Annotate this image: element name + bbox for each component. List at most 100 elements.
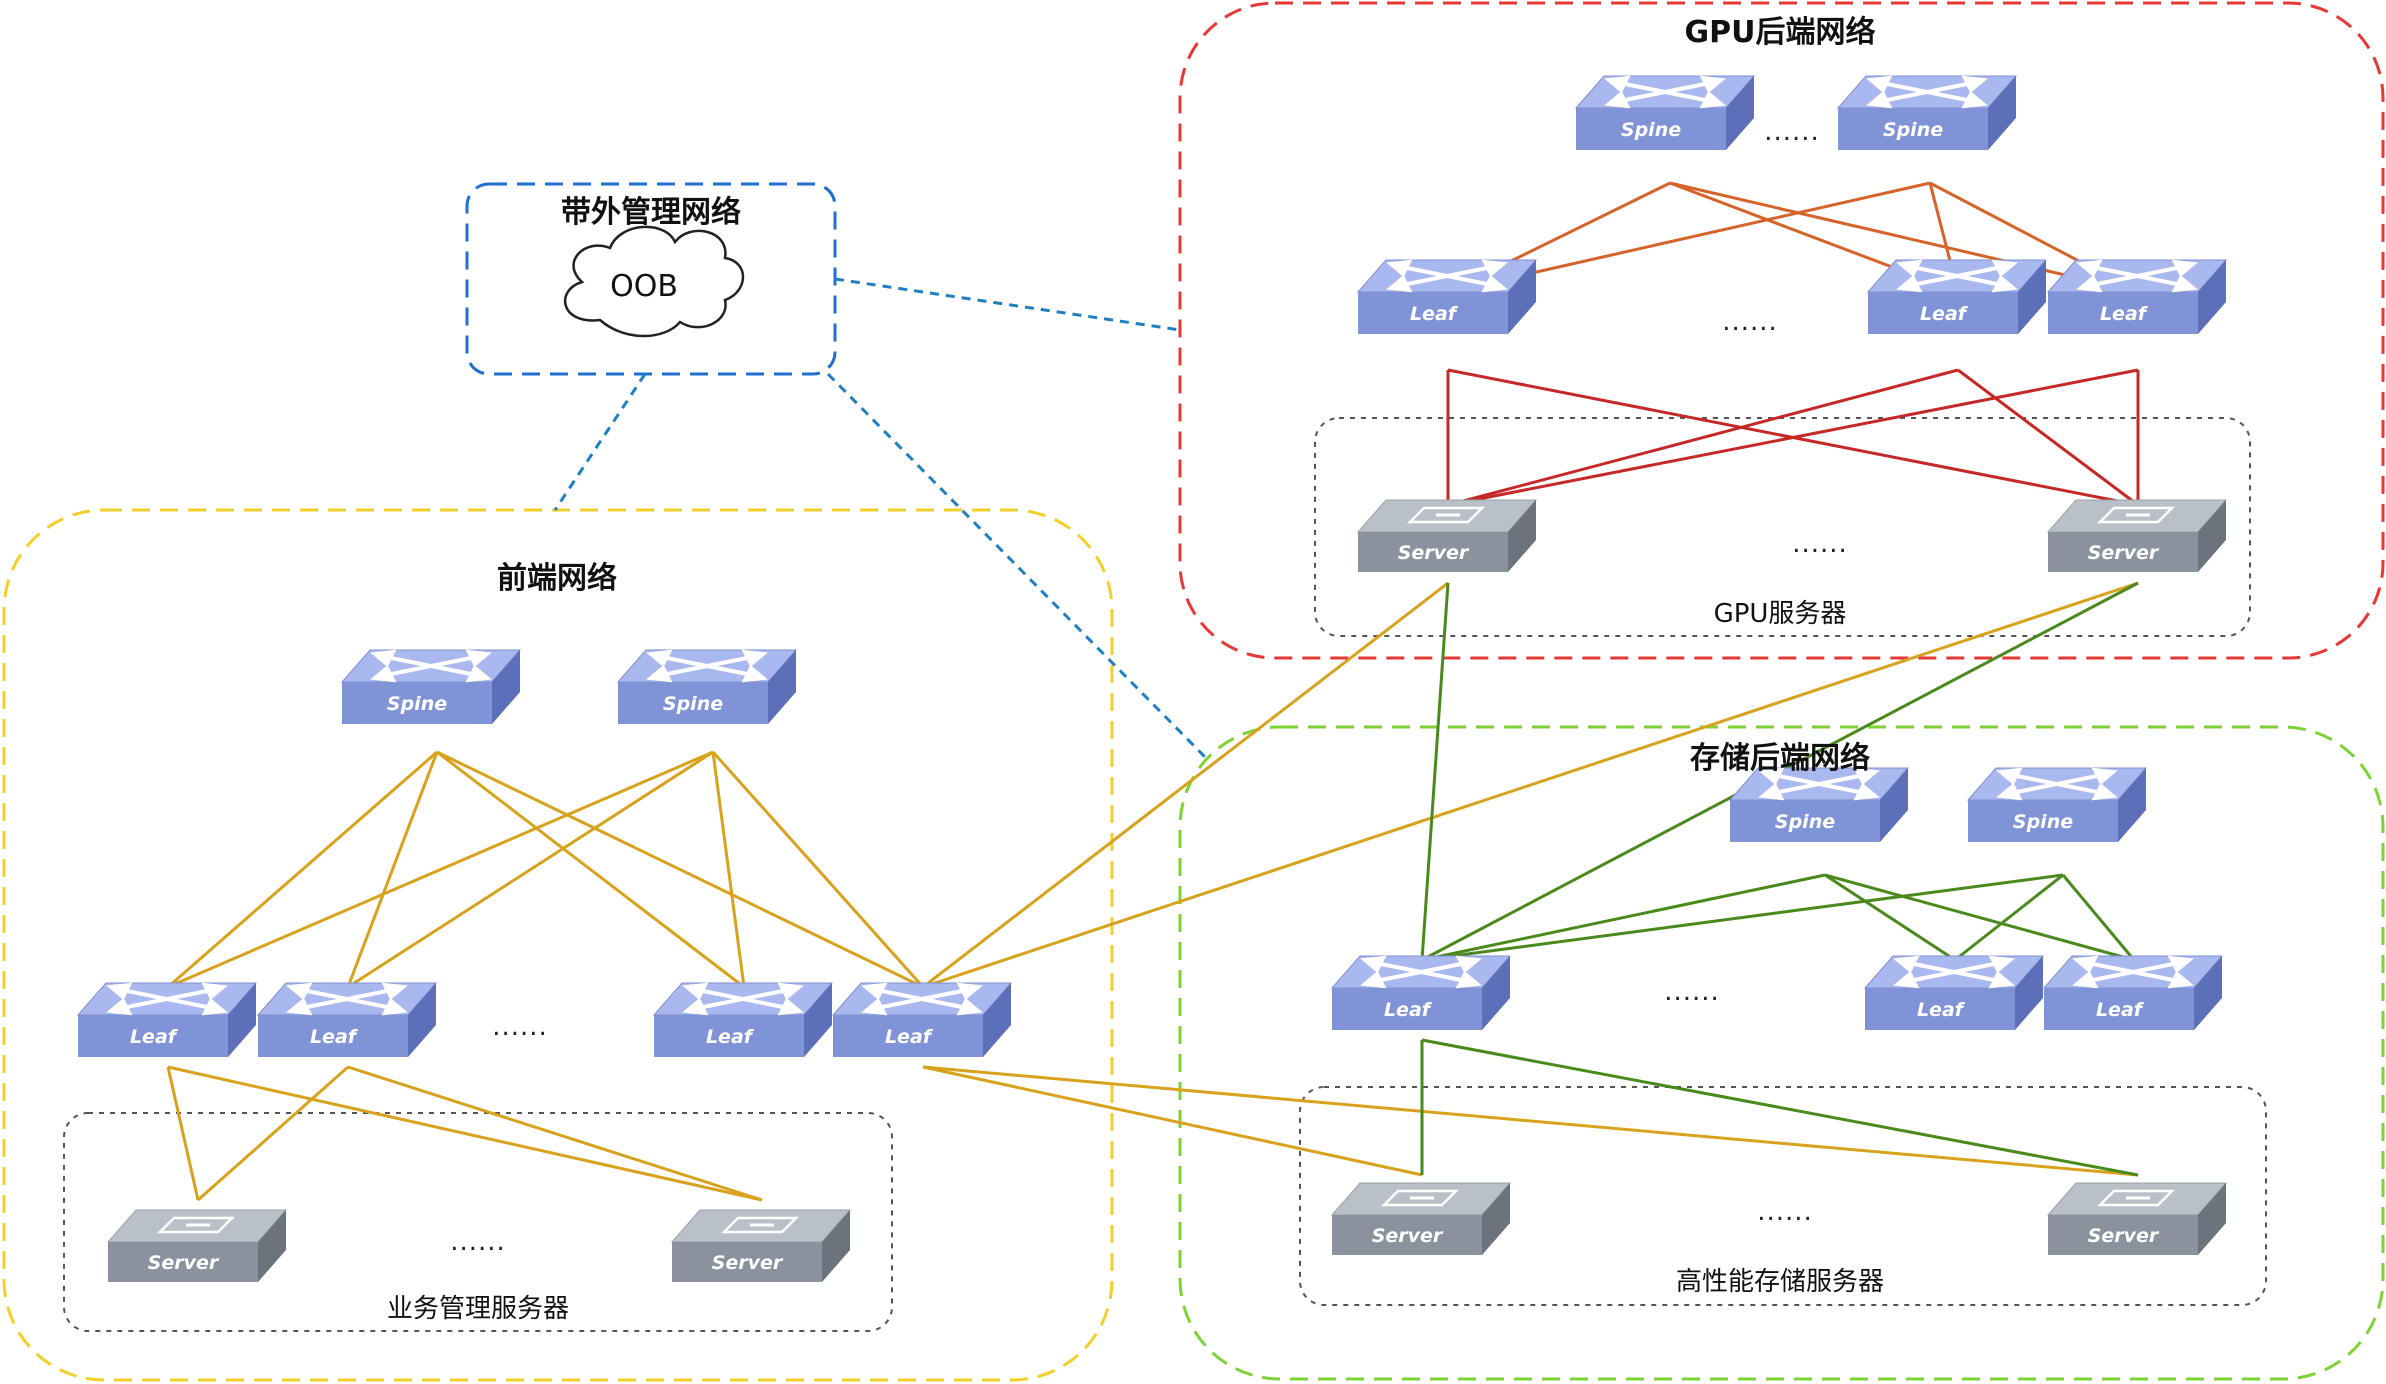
switch-label: Leaf (2096, 999, 2145, 1021)
gpu-leaf-2-switch-icon: Leaf (1866, 259, 2048, 334)
switch-label: Leaf (1384, 999, 1433, 1021)
link-storage-30 (1824, 873, 1956, 962)
switch-front-face (833, 1015, 983, 1057)
server-side-face (2198, 500, 2226, 572)
server-side-face (1482, 1183, 1510, 1255)
switch-front-face (618, 682, 768, 724)
storage-server-2-server-icon: Server (2046, 1182, 2228, 1255)
link-gpu-leaf-11 (1447, 368, 2139, 507)
switch-arrows-icon (1866, 75, 1988, 109)
oob-zone-title: 带外管理网络 (561, 195, 741, 230)
switch-arrows-icon (1896, 259, 2018, 293)
switch-arrows-icon (286, 982, 408, 1016)
switch-side-face (2015, 956, 2043, 1030)
switch-front-face (1868, 292, 2018, 334)
server-label: Server (712, 1252, 784, 1274)
link-front-20 (711, 751, 925, 988)
server-front-face (108, 1242, 258, 1282)
server-front-face (2048, 1215, 2198, 1255)
switch-label: Spine (1883, 119, 1943, 141)
switch-front-face (1358, 292, 1508, 334)
switch-front-face (342, 682, 492, 724)
switch-arrows-icon (2076, 259, 2198, 293)
storage-leaf-3-switch-icon: Leaf (2042, 955, 2224, 1030)
frontend-zone (2, 508, 1114, 1382)
front-leaf-1-switch-icon: Leaf (76, 982, 258, 1057)
link-front-23 (197, 1065, 349, 1202)
gpu-leaf-1-switch-icon: Leaf (1356, 259, 1538, 334)
storage-server-ellipsis: ...... (1757, 1197, 1813, 1227)
switch-label: Spine (1621, 119, 1681, 141)
switch-side-face (1880, 768, 1908, 842)
server-bay-icon (1406, 506, 1486, 524)
server-front-face (1358, 532, 1508, 572)
front-spine-1-switch-icon: Spine (340, 649, 522, 724)
switch-label: Leaf (2100, 303, 2149, 325)
storage-leaf-1-switch-icon: Leaf (1330, 955, 1512, 1030)
switch-label: Spine (1775, 811, 1835, 833)
server-label: Server (2088, 542, 2160, 564)
server-label: Server (1372, 1225, 1444, 1247)
server-side-face (822, 1210, 850, 1282)
switch-side-face (1508, 260, 1536, 334)
server-label: Server (148, 1252, 220, 1274)
switch-side-face (768, 650, 796, 724)
switch-arrows-icon (1758, 767, 1880, 801)
storage-server-1-server-icon: Server (1330, 1182, 1512, 1255)
gpu-server-ellipsis: ...... (1792, 529, 1848, 559)
switch-front-face (1576, 108, 1726, 150)
switch-side-face (2118, 768, 2146, 842)
switch-label: Leaf (1917, 999, 1966, 1021)
link-front-28 (922, 1065, 2139, 1177)
storage-server-group-label: 高性能存储服务器 (1676, 1267, 1884, 1297)
link-front-16 (436, 750, 924, 989)
server-bay-icon (2096, 506, 2176, 524)
oob-cloud-label: OOB (610, 269, 678, 304)
switch-front-face (2044, 988, 2194, 1030)
switch-side-face (983, 983, 1011, 1057)
storage-zone-title: 存储后端网络 (1690, 741, 1870, 776)
link-front-13 (167, 750, 438, 989)
front-leaf-ellipsis: ...... (492, 1012, 548, 1042)
gpu-spine-2-switch-icon: Spine (1836, 75, 2018, 150)
gpu-zone-title: GPU后端网络 (1685, 15, 1876, 50)
server-side-face (258, 1210, 286, 1282)
switch-front-face (654, 1015, 804, 1057)
switch-label: Leaf (1410, 303, 1459, 325)
storage-leaf-ellipsis: ...... (1664, 977, 1720, 1007)
link-front-15 (436, 750, 745, 989)
switch-arrows-icon (1996, 767, 2118, 801)
gpu-spine-ellipsis: ...... (1764, 117, 1820, 147)
link-front-26 (922, 581, 2139, 989)
switch-label: Leaf (1920, 303, 1969, 325)
switch-front-face (2048, 292, 2198, 334)
server-bay-icon (720, 1216, 800, 1234)
business-server-group (63, 1112, 893, 1332)
link-gpu-spine-3 (1669, 181, 2139, 294)
switch-side-face (2198, 260, 2226, 334)
link-storage-34 (2061, 874, 2136, 961)
switch-arrows-icon (1360, 955, 1482, 989)
link-storage-33 (1954, 873, 2064, 962)
link-front-25 (922, 581, 1449, 989)
link-storage-32 (1421, 873, 2064, 962)
switch-front-face (1332, 988, 1482, 1030)
switch-side-face (804, 983, 832, 1057)
switch-arrows-icon (2072, 955, 2194, 989)
gpu-server-1-server-icon: Server (1356, 499, 1538, 572)
switch-side-face (1726, 76, 1754, 150)
storage-spine-1-switch-icon: Spine (1728, 767, 1910, 842)
front-server-2-server-icon: Server (670, 1209, 852, 1282)
server-label: Server (1398, 542, 1470, 564)
link-front-22 (167, 1065, 763, 1202)
switch-arrows-icon (682, 982, 804, 1016)
gpu-backend-zone (1178, 1, 2385, 660)
front-leaf-2-switch-icon: Leaf (256, 982, 438, 1057)
front-leaf-4-switch-icon: Leaf (831, 982, 1013, 1057)
switch-arrows-icon (861, 982, 983, 1016)
storage-backend-zone (1178, 725, 2385, 1381)
switch-side-face (492, 650, 520, 724)
link-storage-37 (1420, 582, 1450, 961)
